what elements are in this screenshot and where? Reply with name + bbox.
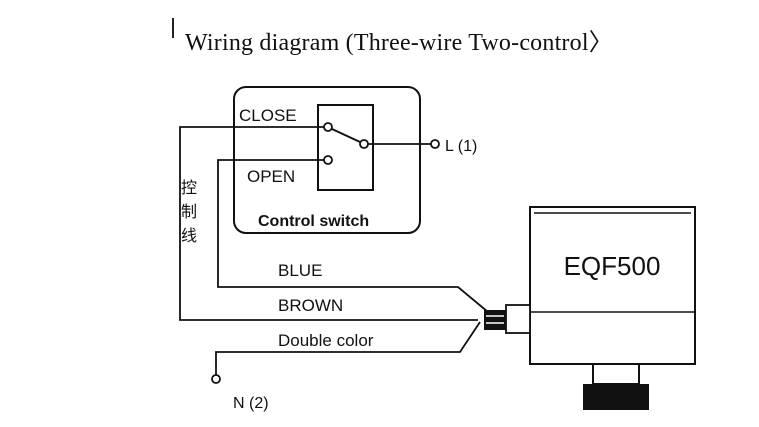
live-terminal-label: L (1) xyxy=(445,138,477,155)
control-switch-caption: Control switch xyxy=(258,213,369,230)
double-color-wire xyxy=(215,321,481,375)
open-wire xyxy=(217,159,489,313)
open-contact xyxy=(323,155,333,165)
control-wire-char-3: 线 xyxy=(181,226,197,245)
control-wire-char-2: 制 xyxy=(181,202,197,221)
page-title: Wiring diagram (Three-wire Two-control〉 xyxy=(185,30,613,56)
neutral-terminal-label: N (2) xyxy=(233,395,269,412)
switch-lever xyxy=(331,128,361,143)
actuator-neck xyxy=(592,363,640,385)
neutral-terminal xyxy=(211,374,221,384)
actuator-model-label: EQF500 xyxy=(564,251,661,281)
close-wire xyxy=(179,126,478,321)
double-color-wire-label: Double color xyxy=(278,331,374,350)
title-bar-mark xyxy=(172,18,174,38)
common-contact xyxy=(359,139,369,149)
live-terminal xyxy=(430,139,440,149)
blue-wire-label: BLUE xyxy=(278,261,322,280)
control-wire-char-1: 控 xyxy=(181,178,197,197)
open-label: OPEN xyxy=(247,167,295,186)
cable-connector xyxy=(484,310,506,330)
close-label: CLOSE xyxy=(239,106,297,125)
cable-gland xyxy=(505,304,531,334)
brown-wire-label: BROWN xyxy=(278,296,343,315)
actuator-base xyxy=(583,384,649,410)
close-contact xyxy=(323,122,333,132)
actuator-body xyxy=(529,206,696,365)
switch-contact-box xyxy=(317,104,374,191)
